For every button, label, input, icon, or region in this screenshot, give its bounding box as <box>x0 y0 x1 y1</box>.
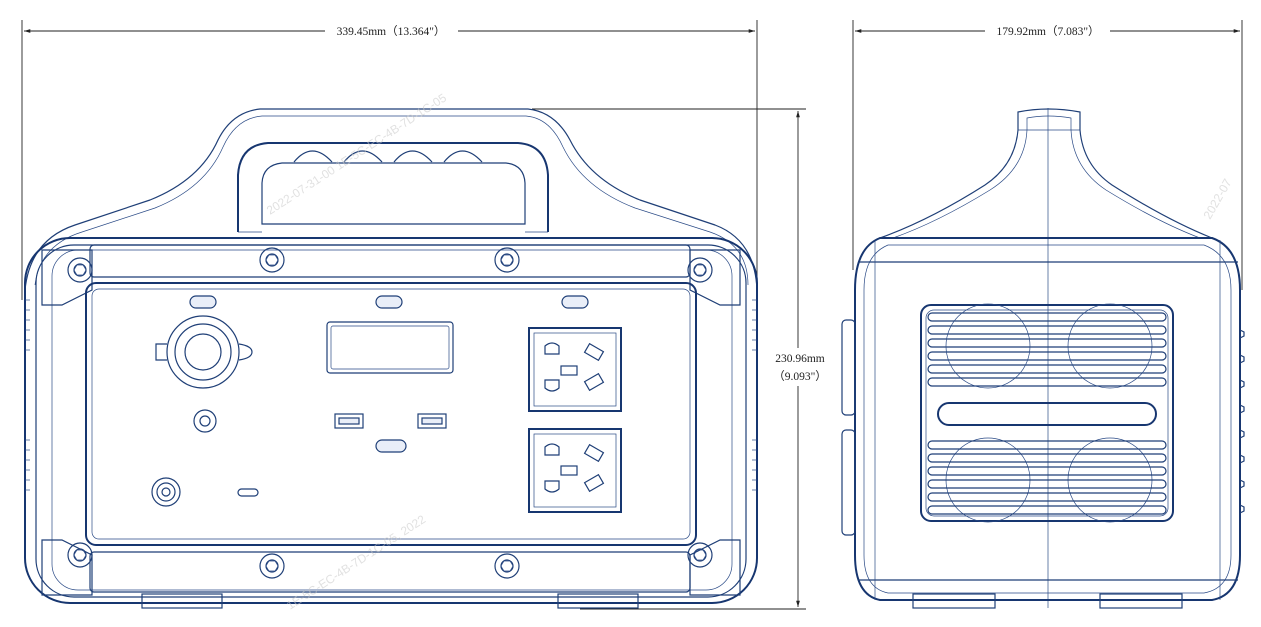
usb-c-port <box>237 488 259 497</box>
car-socket <box>155 315 253 389</box>
indicator-light <box>375 295 403 309</box>
vent-slats-lower <box>927 440 1167 515</box>
usb-a-port <box>334 413 364 429</box>
side-grip-left <box>25 299 30 491</box>
usb-a-port <box>417 413 447 429</box>
side-view <box>841 108 1245 609</box>
screw <box>494 247 520 273</box>
foot <box>912 593 996 609</box>
foot <box>557 593 639 609</box>
screw <box>67 542 93 568</box>
screw <box>259 553 285 579</box>
side-grip-right <box>752 299 757 491</box>
handle-shell <box>24 108 758 291</box>
side-port-cover <box>841 319 856 416</box>
side-bumps <box>1239 329 1245 514</box>
display-screen <box>326 321 454 374</box>
side-handle <box>879 108 1213 239</box>
ac-outlet <box>528 327 622 412</box>
screw <box>687 542 713 568</box>
indicator-light <box>375 439 407 453</box>
dc-port <box>193 409 217 433</box>
height-dimension-label-in: （9.093"） <box>773 370 827 383</box>
screw <box>67 257 93 283</box>
vent-slats-upper <box>927 312 1167 387</box>
handle-grip <box>237 142 549 232</box>
indicator-light <box>189 295 217 309</box>
side-port-cover <box>841 429 856 536</box>
ac-outlet <box>528 428 622 513</box>
foot <box>141 593 223 609</box>
screw <box>259 247 285 273</box>
watermark: 2022-07 <box>1200 176 1234 221</box>
front-view <box>24 108 758 609</box>
main-body <box>24 237 758 604</box>
side-body <box>854 237 1241 601</box>
foot <box>1099 593 1183 609</box>
power-button <box>151 477 181 507</box>
side-slot <box>937 402 1157 426</box>
indicator-light <box>561 295 589 309</box>
front-panel <box>85 282 697 546</box>
dimension-lines <box>21 20 1243 610</box>
screw <box>687 257 713 283</box>
height-dimension-label-mm: 230.96mm <box>775 353 825 365</box>
vent-panel <box>920 304 1174 522</box>
depth-dimension-label: 179.92mm（7.083"） <box>996 25 1099 38</box>
width-dimension-label: 339.45mm（13.364"） <box>337 25 446 38</box>
screw <box>494 553 520 579</box>
